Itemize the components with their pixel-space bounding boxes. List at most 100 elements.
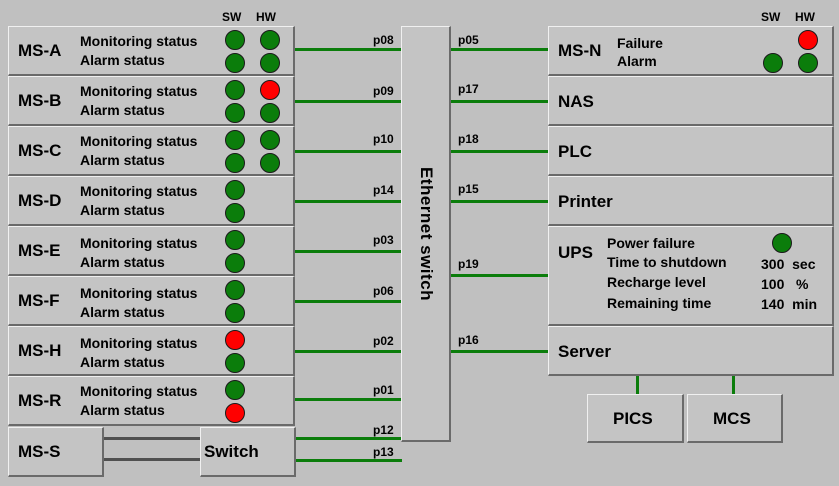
ms-d-monitoring-sw-indicator <box>225 180 245 200</box>
ms-e-alarm-label: Alarm status <box>80 254 165 270</box>
ms-h-monitoring-sw-indicator <box>225 330 245 350</box>
link-ms-n <box>451 48 548 51</box>
ups-recharge-level-value: 100 % <box>761 276 809 292</box>
mcs-panel[interactable]: MCS <box>687 394 783 443</box>
port-label-p02: p02 <box>373 334 394 348</box>
link-ms-s-bottom <box>296 459 402 462</box>
port-label-p08: p08 <box>373 33 394 47</box>
ms-r-alarm-label: Alarm status <box>80 402 165 418</box>
ethernet-switch-label-wrap: Ethernet switch <box>402 26 450 442</box>
port-label-p09: p09 <box>373 84 394 98</box>
ms-n-sw-header: SW <box>761 10 781 24</box>
port-label-p05: p05 <box>458 33 479 47</box>
port-label-p15: p15 <box>458 182 479 196</box>
ms-e-name: MS-E <box>18 241 61 260</box>
ms-a-panel[interactable]: MS-A Monitoring status Alarm status <box>8 26 295 76</box>
ms-c-panel[interactable]: MS-C Monitoring status Alarm status <box>8 126 295 176</box>
ups-time-to-shutdown-value: 300 sec <box>761 256 816 272</box>
ms-n-alarm-label: Alarm <box>617 53 657 69</box>
plc-panel[interactable]: PLC <box>548 126 834 176</box>
ethernet-switch[interactable] <box>401 26 451 442</box>
ms-a-alarm-label: Alarm status <box>80 52 165 68</box>
ms-a-monitoring-hw-indicator <box>260 30 280 50</box>
port-label-p14: p14 <box>373 183 394 197</box>
ups-power-failure-indicator <box>772 233 792 253</box>
sw-column-header: SW <box>222 10 242 24</box>
ms-s-uplink-top <box>104 437 200 440</box>
link-plc <box>451 150 548 153</box>
pics-panel[interactable]: PICS <box>587 394 684 443</box>
ms-f-alarm-sw-indicator <box>225 303 245 323</box>
printer-name: Printer <box>558 192 613 211</box>
ms-d-alarm-label: Alarm status <box>80 202 165 218</box>
ms-b-name: MS-B <box>18 91 62 110</box>
ms-h-panel[interactable]: MS-H Monitoring status Alarm status <box>8 326 295 376</box>
link-ms-b <box>295 100 402 103</box>
nas-name: NAS <box>558 92 594 111</box>
ms-r-alarm-sw-indicator <box>225 403 245 423</box>
link-printer <box>451 200 548 203</box>
port-label-p16: p16 <box>458 333 479 347</box>
server-panel[interactable]: Server <box>548 326 834 376</box>
link-ups <box>451 274 548 277</box>
printer-panel[interactable]: Printer <box>548 176 834 226</box>
ups-power-failure-label: Power failure <box>607 235 695 251</box>
link-ms-c <box>295 150 402 153</box>
port-label-p06: p06 <box>373 284 394 298</box>
ms-a-name: MS-A <box>18 41 62 60</box>
link-server <box>451 350 548 353</box>
ups-panel[interactable]: UPS Power failure Time to shutdown 300 s… <box>548 226 834 326</box>
ms-b-alarm-sw-indicator <box>225 103 245 123</box>
ms-n-alarm-sw-indicator <box>763 53 783 73</box>
ms-r-panel[interactable]: MS-R Monitoring status Alarm status <box>8 376 295 426</box>
port-label-p01: p01 <box>373 383 394 397</box>
link-ms-e <box>295 250 402 253</box>
ms-e-monitoring-label: Monitoring status <box>80 235 198 251</box>
ms-r-monitoring-label: Monitoring status <box>80 383 198 399</box>
port-label-p13: p13 <box>373 445 394 459</box>
ms-r-monitoring-sw-indicator <box>225 380 245 400</box>
ms-c-alarm-hw-indicator <box>260 153 280 173</box>
ms-d-panel[interactable]: MS-D Monitoring status Alarm status <box>8 176 295 226</box>
ms-a-monitoring-sw-indicator <box>225 30 245 50</box>
ms-a-alarm-sw-indicator <box>225 53 245 73</box>
hw-column-header: HW <box>256 10 276 24</box>
ms-n-panel[interactable]: MS-N Failure Alarm <box>548 26 834 76</box>
ms-n-alarm-hw-indicator <box>798 53 818 73</box>
ms-c-alarm-label: Alarm status <box>80 152 165 168</box>
server-name: Server <box>558 342 611 361</box>
ms-a-monitoring-label: Monitoring status <box>80 33 198 49</box>
ms-s-uplink-bottom <box>104 458 200 461</box>
ms-f-panel[interactable]: MS-F Monitoring status Alarm status <box>8 276 295 326</box>
ms-r-name: MS-R <box>18 391 62 410</box>
link-ms-f <box>295 300 402 303</box>
ms-b-monitoring-sw-indicator <box>225 80 245 100</box>
ms-c-alarm-sw-indicator <box>225 153 245 173</box>
port-label-p12: p12 <box>373 423 394 437</box>
ms-b-monitoring-hw-indicator <box>260 80 280 100</box>
port-label-p10: p10 <box>373 132 394 146</box>
ups-recharge-level-label: Recharge level <box>607 274 706 290</box>
link-ms-a <box>295 48 402 51</box>
port-label-p18: p18 <box>458 132 479 146</box>
ms-a-alarm-hw-indicator <box>260 53 280 73</box>
link-nas <box>451 100 548 103</box>
ms-e-panel[interactable]: MS-E Monitoring status Alarm status <box>8 226 295 276</box>
ms-s-name: MS-S <box>18 442 61 461</box>
ms-e-monitoring-sw-indicator <box>225 230 245 250</box>
ms-b-alarm-label: Alarm status <box>80 102 165 118</box>
ms-f-alarm-label: Alarm status <box>80 304 165 320</box>
ms-n-failure-hw-indicator <box>798 30 818 50</box>
ms-n-hw-header: HW <box>795 10 815 24</box>
ms-s-switch-label: Switch <box>204 442 259 461</box>
ms-s-panel[interactable]: MS-S <box>8 427 104 477</box>
port-label-p17: p17 <box>458 82 479 96</box>
ups-remaining-time-label: Remaining time <box>607 295 712 311</box>
link-ms-d <box>295 200 402 203</box>
nas-panel[interactable]: NAS <box>548 76 834 126</box>
ms-b-panel[interactable]: MS-B Monitoring status Alarm status <box>8 76 295 126</box>
ms-h-alarm-label: Alarm status <box>80 354 165 370</box>
ms-s-switch-panel[interactable]: Switch <box>200 427 296 477</box>
ethernet-switch-label: Ethernet switch <box>417 166 436 302</box>
link-server-pics <box>636 376 639 394</box>
